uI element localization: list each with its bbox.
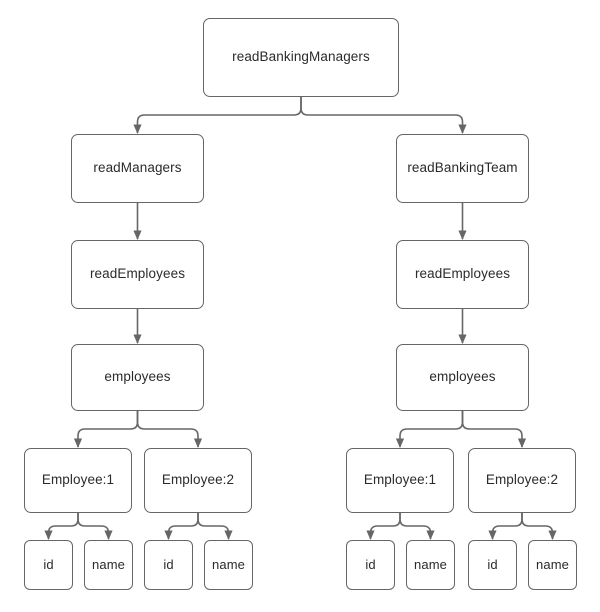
tree-node-label: readEmployees (89, 266, 186, 282)
tree-edge-l3-to-l4b (136, 411, 203, 448)
tree-node-r4a[interactable]: Employee:1 (346, 448, 454, 513)
tree-node-label: name (212, 557, 245, 573)
tree-edge-r4b-to-r5c (488, 513, 523, 540)
tree-node-r5c[interactable]: id (468, 540, 517, 590)
tree-node-label: employees (429, 369, 496, 385)
tree-node-l4b[interactable]: Employee:2 (144, 448, 252, 513)
tree-node-l3[interactable]: employees (71, 344, 204, 411)
tree-node-label: readBankingManagers (232, 49, 370, 65)
tree-node-label: name (414, 557, 447, 573)
tree-edge-l4a-to-l5a (44, 513, 79, 540)
tree-node-label: name (536, 557, 569, 573)
tree-node-r1[interactable]: readBankingTeam (396, 134, 529, 203)
tree-edge-r3-to-r4b (461, 411, 527, 448)
tree-edge-l4b-to-l5c (164, 513, 199, 540)
tree-node-l2[interactable]: readEmployees (71, 240, 204, 309)
tree-node-label: id (163, 557, 174, 573)
tree-node-label: id (43, 557, 54, 573)
tree-node-l5b[interactable]: name (84, 540, 133, 590)
tree-node-l5a[interactable]: id (24, 540, 73, 590)
tree-node-label: name (92, 557, 125, 573)
tree-node-r2[interactable]: readEmployees (396, 240, 529, 309)
tree-node-l4a[interactable]: Employee:1 (24, 448, 132, 513)
tree-edge-r4a-to-r5a (366, 513, 401, 540)
tree-node-label: Employee:2 (161, 472, 235, 488)
tree-edge-root-to-r1 (300, 97, 467, 134)
tree-node-label: readManagers (93, 160, 182, 176)
tree-edge-l4a-to-l5b (77, 513, 113, 540)
tree-node-label: employees (104, 369, 171, 385)
tree-node-l5d[interactable]: name (204, 540, 253, 590)
tree-node-l1[interactable]: readManagers (71, 134, 204, 203)
tree-node-label: id (365, 557, 376, 573)
tree-node-r5d[interactable]: name (528, 540, 577, 590)
tree-node-label: Employee:1 (363, 472, 437, 488)
tree-node-label: id (487, 557, 498, 573)
tree-node-label: Employee:2 (485, 472, 559, 488)
tree-edge-l3-to-l4a (73, 411, 139, 448)
tree-edge-root-to-l1 (133, 97, 302, 134)
tree-node-r3[interactable]: employees (396, 344, 529, 411)
tree-node-root[interactable]: readBankingManagers (203, 18, 399, 97)
tree-node-r5a[interactable]: id (346, 540, 395, 590)
tree-node-r5b[interactable]: name (406, 540, 455, 590)
tree-node-label: Employee:1 (41, 472, 115, 488)
tree-edge-r4b-to-r5d (521, 513, 557, 540)
tree-edge-l4b-to-l5d (197, 513, 233, 540)
tree-node-l5c[interactable]: id (144, 540, 193, 590)
tree-edge-r3-to-r4a (395, 411, 464, 448)
tree-edge-r4a-to-r5b (399, 513, 435, 540)
tree-node-label: readBankingTeam (407, 160, 518, 176)
tree-node-r4b[interactable]: Employee:2 (468, 448, 576, 513)
tree-node-label: readEmployees (414, 266, 511, 282)
